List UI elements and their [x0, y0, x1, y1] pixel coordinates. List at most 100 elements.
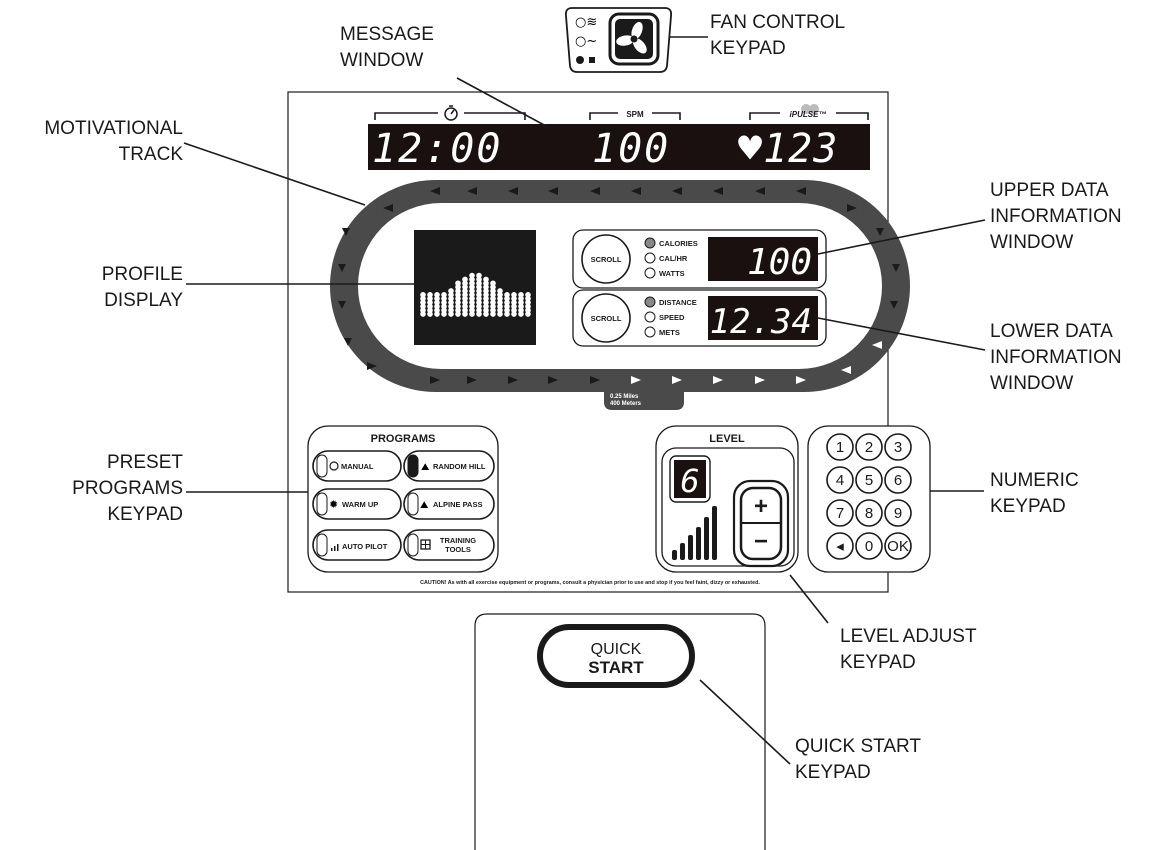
profile-dot — [483, 292, 489, 298]
profile-dot — [476, 295, 482, 302]
track-arrow — [841, 366, 851, 374]
key-2[interactable]: 2 — [855, 433, 883, 461]
profile-dot — [455, 292, 461, 298]
profile-dot — [497, 311, 503, 317]
plus-icon: + — [754, 493, 768, 520]
fan-control-keypad[interactable]: ○≋ ○~ — [564, 7, 673, 73]
svg-text:INFORMATION: INFORMATION — [990, 206, 1122, 227]
key-5[interactable]: 5 — [855, 466, 883, 494]
key-6-label: 6 — [894, 472, 902, 489]
profile-dot — [462, 292, 468, 298]
key-5-label: 5 — [865, 472, 873, 489]
profile-dot — [518, 295, 524, 302]
key-0[interactable]: 0 — [855, 532, 883, 560]
profile-dot — [497, 292, 503, 298]
svg-text:WINDOW: WINDOW — [990, 232, 1073, 253]
svg-text:WINDOW: WINDOW — [340, 50, 423, 71]
profile-dot — [490, 284, 496, 290]
key-ok[interactable]: OK — [884, 532, 912, 560]
svg-text:INFORMATION: INFORMATION — [990, 347, 1122, 368]
svg-text:MOTIVATIONAL: MOTIVATIONAL — [44, 118, 183, 139]
track-arrow — [672, 376, 682, 384]
tools-label: TOOLS — [445, 545, 471, 554]
profile-dot — [525, 311, 531, 317]
profile-dot — [490, 292, 496, 298]
profile-dot — [427, 307, 433, 314]
profile-dot — [455, 284, 461, 290]
fan-indicator-icon — [576, 56, 584, 64]
profile-dot — [455, 303, 461, 310]
profile-dot — [427, 299, 433, 306]
key-9[interactable]: 9 — [884, 499, 912, 527]
profile-dot — [511, 299, 517, 306]
profile-dot — [497, 307, 503, 314]
minus-icon: − — [754, 528, 768, 555]
lower-data-window: SCROLL DISTANCE SPEED METS 12.34 — [572, 289, 827, 347]
manual-button[interactable]: MANUAL — [312, 450, 402, 482]
training-tools-button[interactable]: TRAINING TOOLS — [403, 529, 495, 561]
quick-start-button[interactable]: QUICK START — [537, 624, 695, 688]
key-4[interactable]: 4 — [826, 466, 854, 494]
key-backspace-label: ◂ — [836, 538, 844, 555]
profile-dot — [434, 307, 440, 314]
lower-data-display — [708, 296, 818, 340]
key-9-label: 9 — [894, 505, 902, 522]
profile-dot — [483, 288, 489, 294]
profile-dot — [448, 303, 454, 310]
fan-low-icon: ○~ — [575, 34, 597, 49]
level-up-button[interactable]: + — [743, 490, 779, 522]
track-arrow — [755, 187, 765, 195]
auto-pilot-button[interactable]: AUTO PILOT — [312, 529, 402, 561]
upper-scroll-button[interactable] — [581, 234, 631, 284]
profile-dot — [434, 311, 440, 317]
profile-dot — [483, 299, 489, 306]
key-1[interactable]: 1 — [826, 433, 854, 461]
calhr-label: CAL/HR — [659, 254, 688, 263]
key-8[interactable]: 8 — [855, 499, 883, 527]
profile-dot — [511, 303, 517, 310]
profile-dot — [420, 311, 426, 317]
key-backspace[interactable]: ◂ — [826, 532, 854, 560]
spm-readout: 100 — [592, 126, 670, 172]
svg-text:PROFILE: PROFILE — [102, 264, 183, 285]
key-7[interactable]: 7 — [826, 499, 854, 527]
track-arrow — [872, 341, 882, 349]
watts-label: WATTS — [659, 269, 685, 278]
profile-dot — [490, 299, 496, 306]
track-arrow — [548, 187, 558, 195]
profile-dot — [455, 280, 461, 287]
profile-dot — [518, 307, 524, 314]
profile-dot — [455, 311, 461, 317]
training-tools-icon — [420, 539, 431, 550]
alpine-pass-button[interactable]: ⛰ ALPINE PASS — [403, 488, 495, 520]
track-arrow — [713, 187, 723, 195]
lower-scroll-button[interactable] — [581, 293, 631, 343]
profile-dot — [497, 303, 503, 310]
profile-dot — [434, 303, 440, 310]
svg-text:UPPER DATA: UPPER DATA — [990, 180, 1109, 201]
quick-label: QUICK — [591, 641, 642, 658]
random-hill-button[interactable]: ⛰ RANDOM HILL — [403, 450, 495, 482]
profile-dot — [455, 307, 461, 314]
profile-dot — [483, 311, 489, 317]
key-6[interactable]: 6 — [884, 466, 912, 494]
svg-text:LEVEL ADJUST: LEVEL ADJUST — [840, 626, 977, 647]
mets-indicator — [644, 326, 656, 338]
profile-dot — [441, 307, 447, 314]
callout-upper-data: UPPER DATA INFORMATION WINDOW — [990, 180, 1122, 253]
level-down-button[interactable]: − — [743, 524, 779, 557]
svg-text:MESSAGE: MESSAGE — [340, 24, 434, 45]
profile-display — [414, 230, 536, 345]
profile-dot — [483, 303, 489, 310]
manual-label: MANUAL — [341, 462, 374, 471]
track-arrow — [847, 204, 857, 212]
svg-text:QUICK START: QUICK START — [795, 736, 921, 757]
manual-icon — [329, 461, 339, 471]
profile-dot — [476, 292, 482, 298]
profile-dot — [469, 299, 475, 306]
warm-up-button[interactable]: ✹ WARM UP — [312, 488, 402, 520]
profile-dot — [448, 299, 454, 306]
level-keypad: LEVEL 6 + − — [655, 425, 799, 573]
upper-scroll-label: SCROLL — [591, 255, 622, 264]
key-3[interactable]: 3 — [884, 433, 912, 461]
